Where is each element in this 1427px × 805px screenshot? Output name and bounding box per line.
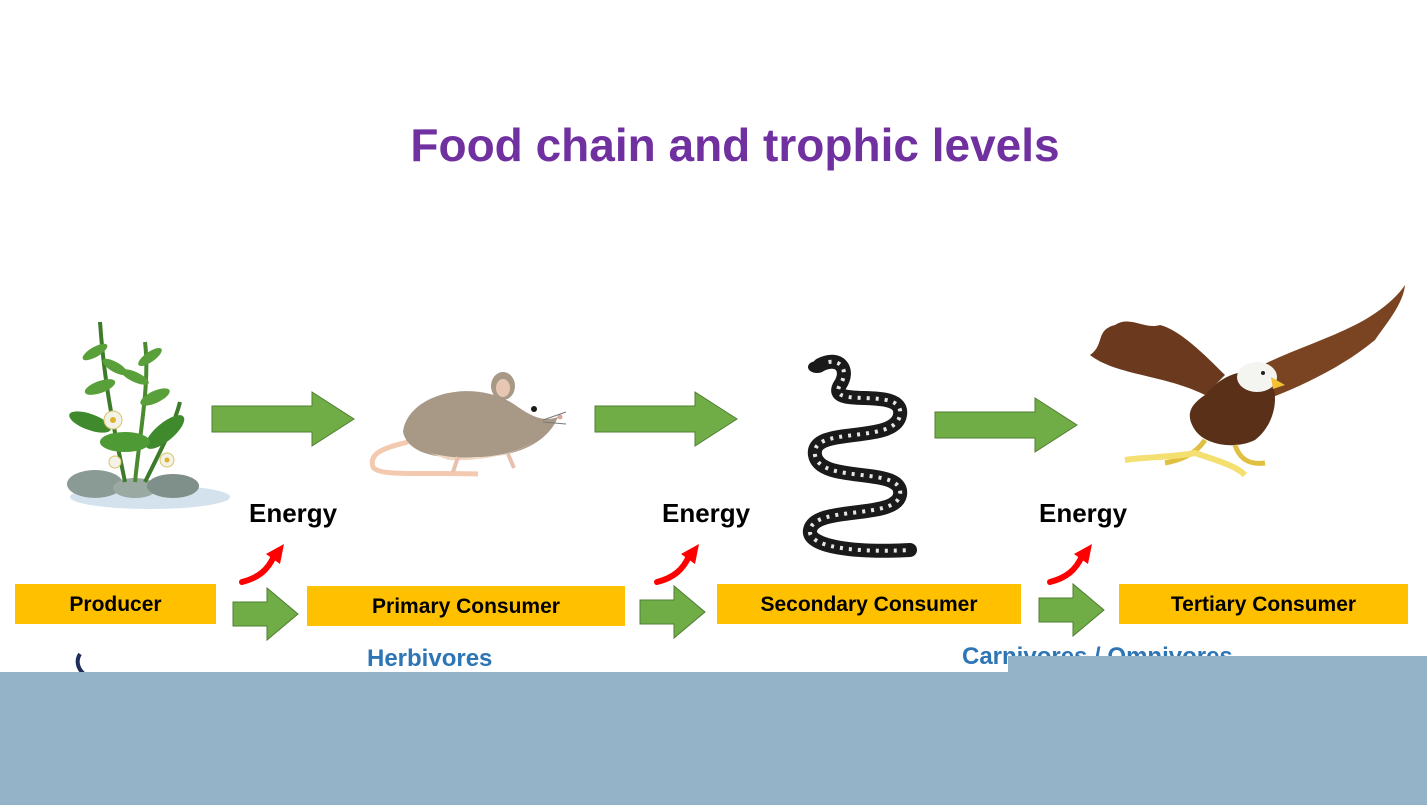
level-arrow-3 (1038, 582, 1105, 638)
level-primary-consumer: Primary Consumer (307, 586, 625, 626)
energy-label-1: Energy (249, 498, 338, 528)
energy-label-3: Energy (1039, 498, 1128, 528)
bracket-fragment (75, 652, 86, 676)
eagle-icon (1090, 285, 1405, 478)
energy-loss-arrow-1 (239, 544, 284, 585)
level-tertiary-consumer: Tertiary Consumer (1119, 584, 1408, 624)
overlay-panel (0, 672, 1427, 805)
snake-icon (803, 354, 917, 558)
page-title: Food chain and trophic levels (410, 119, 1060, 171)
mouse-icon (369, 372, 567, 477)
energy-label-2: Energy (662, 498, 751, 528)
level-producer: Producer (15, 584, 216, 624)
flow-arrow-1 (211, 391, 355, 447)
energy-loss-arrow-2 (654, 544, 699, 585)
plant-icon (67, 321, 230, 509)
level-arrow-2 (639, 584, 706, 640)
level-secondary-consumer: Secondary Consumer (717, 584, 1021, 624)
flow-arrow-3 (934, 397, 1078, 453)
category-herbivores: Herbivores (367, 645, 493, 672)
overlay-panel-top (1008, 656, 1427, 676)
flow-arrow-2 (594, 391, 738, 447)
energy-loss-arrow-3 (1047, 544, 1092, 585)
level-arrow-1 (232, 586, 299, 642)
